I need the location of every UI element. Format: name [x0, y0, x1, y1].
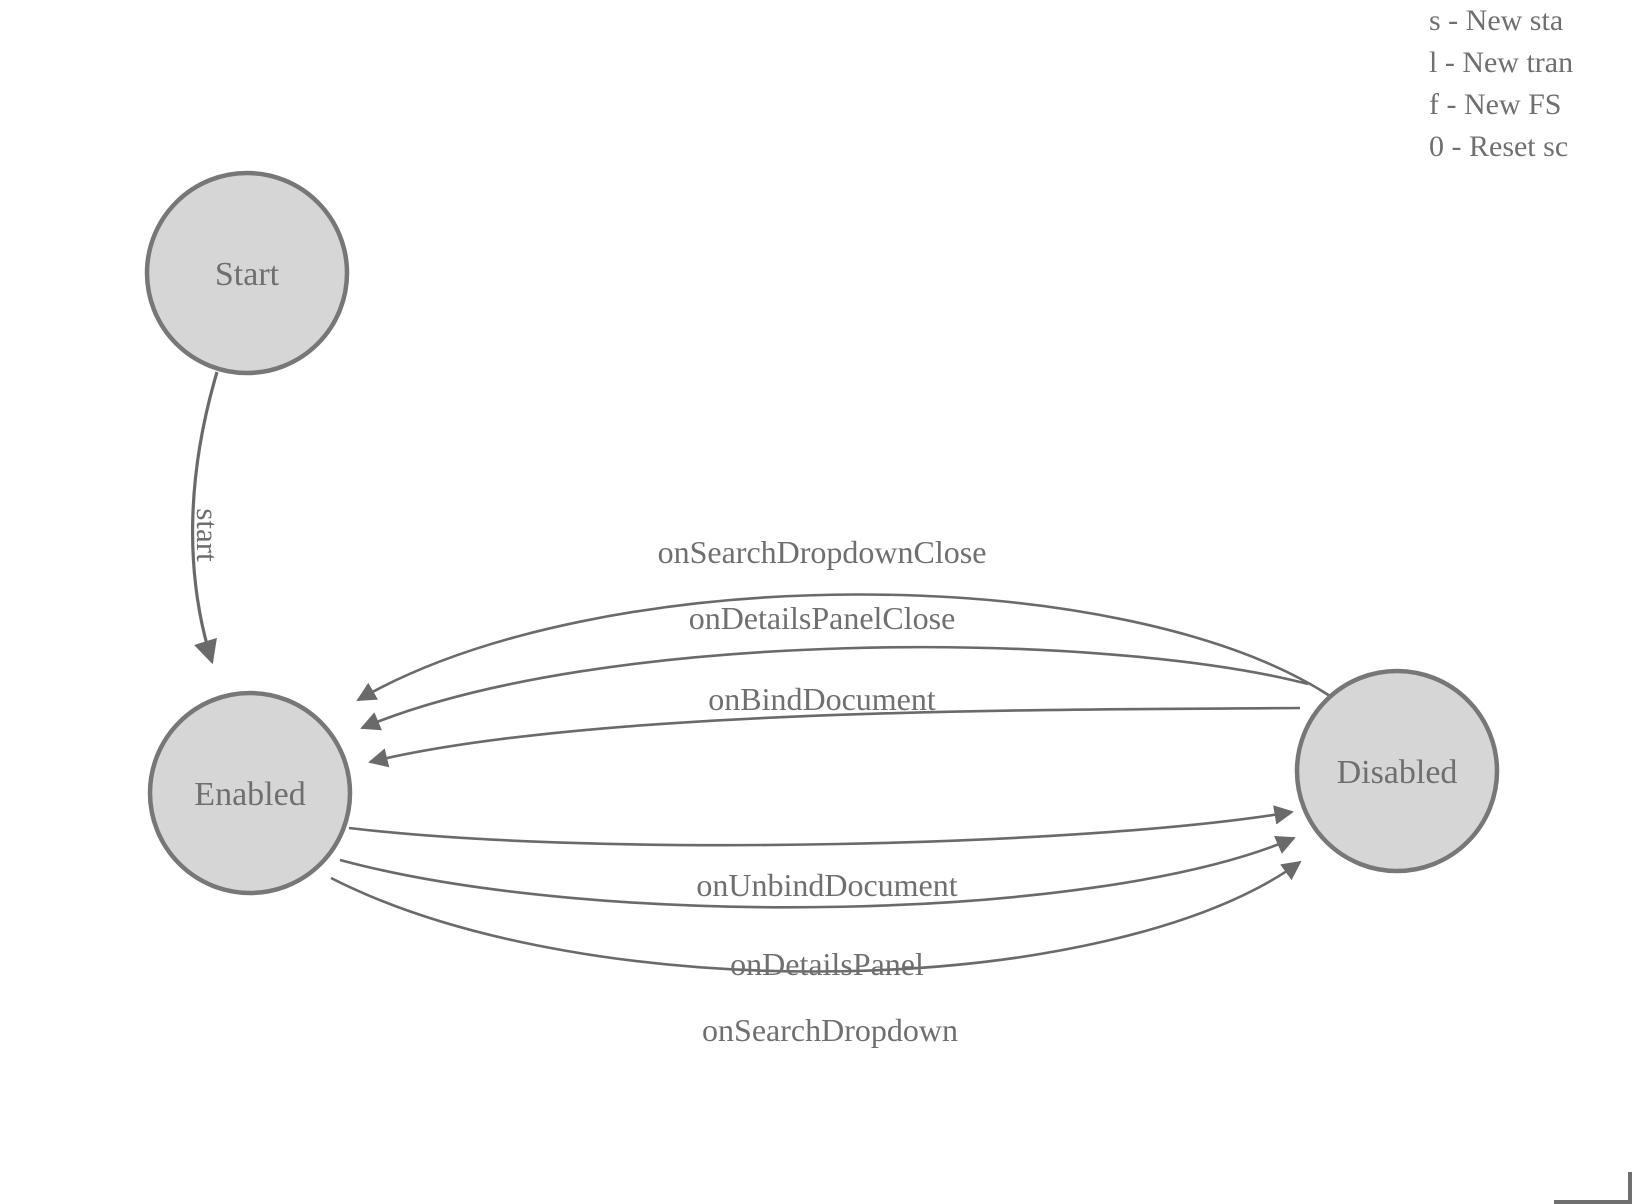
node-enabled-circle[interactable] [147, 690, 353, 896]
edge-label-details-panel-close: onDetailsPanelClose [689, 600, 956, 636]
node-start-label: Start [215, 256, 280, 293]
node-disabled[interactable]: Disabled [1294, 668, 1500, 874]
edge-disabled-to-enabled-details-panel-close[interactable] [360, 645, 1309, 731]
edge-path-start [191, 371, 219, 665]
edge-start-to-enabled[interactable] [191, 371, 219, 665]
edge-path-details-panel-close [360, 645, 1309, 731]
edge-enabled-to-disabled-search-dropdown[interactable] [330, 860, 1302, 973]
edge-label-unbind-document: onUnbindDocument [696, 867, 957, 903]
node-disabled-circle[interactable] [1294, 668, 1500, 874]
edge-path-search-dropdown-close [356, 593, 1331, 702]
edge-path-bind-document [368, 706, 1301, 768]
edge-label-search-dropdown: onSearchDropdown [702, 1012, 958, 1048]
node-disabled-label: Disabled [1337, 754, 1458, 791]
edge-label-details-panel: onDetailsPanel [730, 946, 924, 982]
edge-path-unbind-document [348, 805, 1294, 847]
edge-path-search-dropdown [330, 860, 1302, 973]
node-enabled[interactable]: Enabled [147, 690, 353, 896]
node-start-circle[interactable] [144, 170, 350, 376]
edge-label-layer: start onSearchDropdownClose onDetailsPan… [190, 508, 986, 1048]
edge-label-start: start [190, 508, 225, 562]
edge-label-search-dropdown-close: onSearchDropdownClose [658, 534, 987, 570]
edge-disabled-to-enabled-bind-document[interactable] [368, 706, 1301, 768]
node-layer: Start Enabled Disabled [144, 170, 1500, 896]
edge-disabled-to-enabled-search-dropdown-close[interactable] [356, 593, 1331, 702]
edge-enabled-to-disabled-unbind-document[interactable] [348, 805, 1294, 847]
edge-path-details-panel [339, 836, 1296, 909]
node-start[interactable]: Start [144, 170, 350, 376]
edge-layer [191, 371, 1331, 973]
node-enabled-label: Enabled [194, 776, 305, 813]
edge-label-bind-document: onBindDocument [708, 681, 936, 717]
edge-enabled-to-disabled-details-panel[interactable] [339, 836, 1296, 909]
